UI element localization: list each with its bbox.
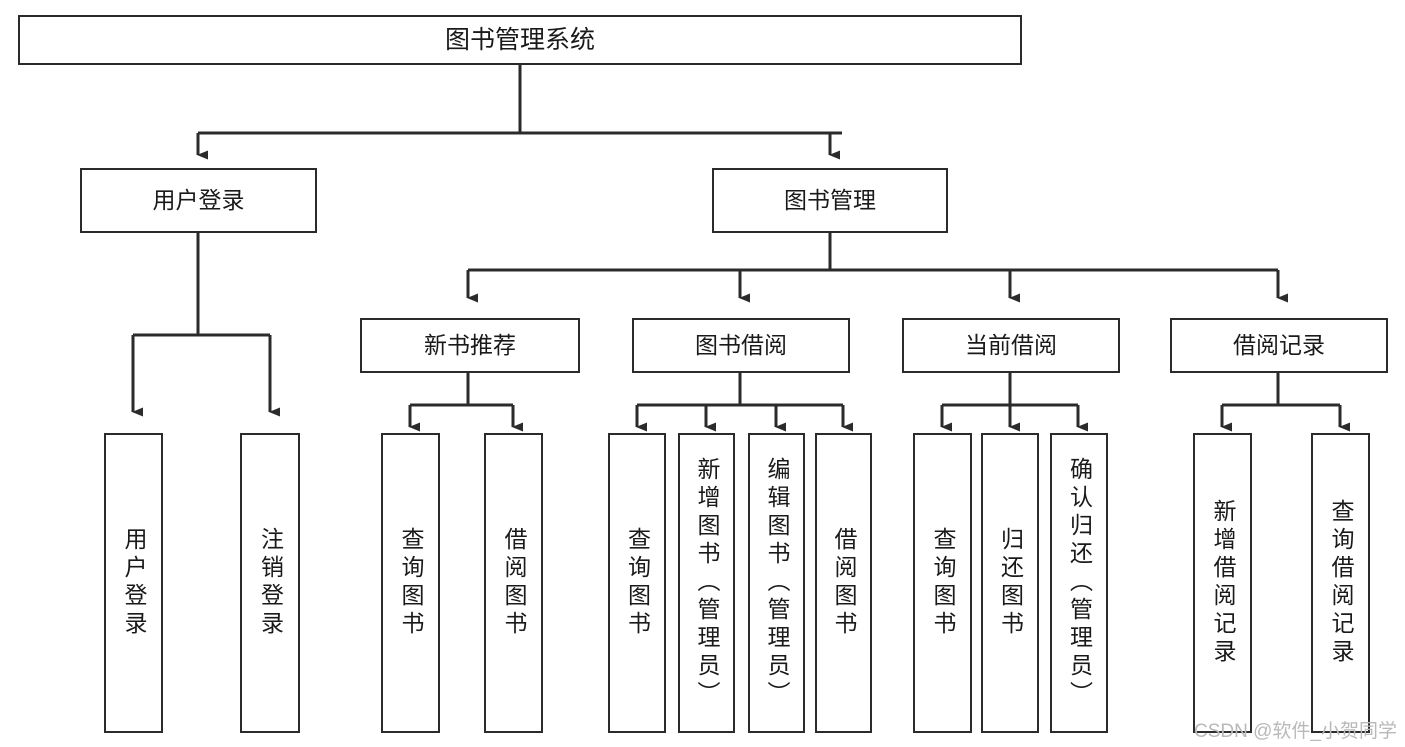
node-label: 查询图书 bbox=[398, 527, 424, 639]
leaf-user-login-login[interactable]: 用户登录 bbox=[104, 433, 163, 733]
node-label: 新书推荐 bbox=[424, 332, 516, 359]
leaf-book-borrow-edit-book-admin[interactable]: 编辑图书（管理员） bbox=[748, 433, 805, 733]
node-label: 查询图书 bbox=[930, 527, 956, 639]
leaf-current-borrow-return-book[interactable]: 归还图书 bbox=[981, 433, 1039, 733]
node-book-borrowing[interactable]: 图书借阅 bbox=[632, 318, 850, 373]
node-user-login[interactable]: 用户登录 bbox=[80, 168, 317, 233]
leaf-user-login-logout[interactable]: 注销登录 bbox=[240, 433, 300, 733]
node-label: 注销登录 bbox=[257, 527, 284, 639]
node-label: 图书管理系统 bbox=[444, 25, 595, 54]
node-borrowing-record[interactable]: 借阅记录 bbox=[1170, 318, 1388, 373]
node-book-management[interactable]: 图书管理 bbox=[712, 168, 948, 233]
node-label: 图书借阅 bbox=[695, 332, 787, 359]
leaf-book-borrow-add-book-admin[interactable]: 新增图书（管理员） bbox=[678, 433, 735, 733]
node-label: 借阅图书 bbox=[831, 527, 857, 639]
leaf-current-borrow-confirm-return-admin[interactable]: 确认归还（管理员） bbox=[1050, 433, 1108, 733]
node-label: 用户登录 bbox=[121, 527, 147, 639]
node-label: 借阅记录 bbox=[1233, 332, 1325, 359]
node-label: 借阅图书 bbox=[501, 527, 527, 639]
leaf-current-borrow-query-book[interactable]: 查询图书 bbox=[913, 433, 972, 733]
node-label: 确认归还（管理员） bbox=[1066, 457, 1093, 709]
leaf-new-book-borrow-book[interactable]: 借阅图书 bbox=[484, 433, 543, 733]
node-label: 新增图书（管理员） bbox=[694, 457, 720, 709]
leaf-borrow-record-add-record[interactable]: 新增借阅记录 bbox=[1193, 433, 1252, 733]
node-label: 编辑图书（管理员） bbox=[764, 457, 790, 709]
node-label: 查询图书 bbox=[624, 527, 651, 639]
node-root-book-management-system[interactable]: 图书管理系统 bbox=[18, 15, 1022, 65]
node-label: 归还图书 bbox=[997, 527, 1024, 639]
node-label: 查询借阅记录 bbox=[1328, 499, 1354, 667]
node-label: 图书管理 bbox=[784, 187, 876, 214]
leaf-new-book-query-book[interactable]: 查询图书 bbox=[381, 433, 440, 733]
node-label: 新增借阅记录 bbox=[1210, 499, 1236, 667]
node-label: 用户登录 bbox=[152, 187, 245, 214]
node-new-book-recommendation[interactable]: 新书推荐 bbox=[360, 318, 580, 373]
node-current-borrowing[interactable]: 当前借阅 bbox=[902, 318, 1120, 373]
node-label: 当前借阅 bbox=[965, 332, 1057, 359]
leaf-book-borrow-borrow-book[interactable]: 借阅图书 bbox=[815, 433, 872, 733]
leaf-book-borrow-query-book[interactable]: 查询图书 bbox=[608, 433, 666, 733]
leaf-borrow-record-query-record[interactable]: 查询借阅记录 bbox=[1311, 433, 1370, 733]
